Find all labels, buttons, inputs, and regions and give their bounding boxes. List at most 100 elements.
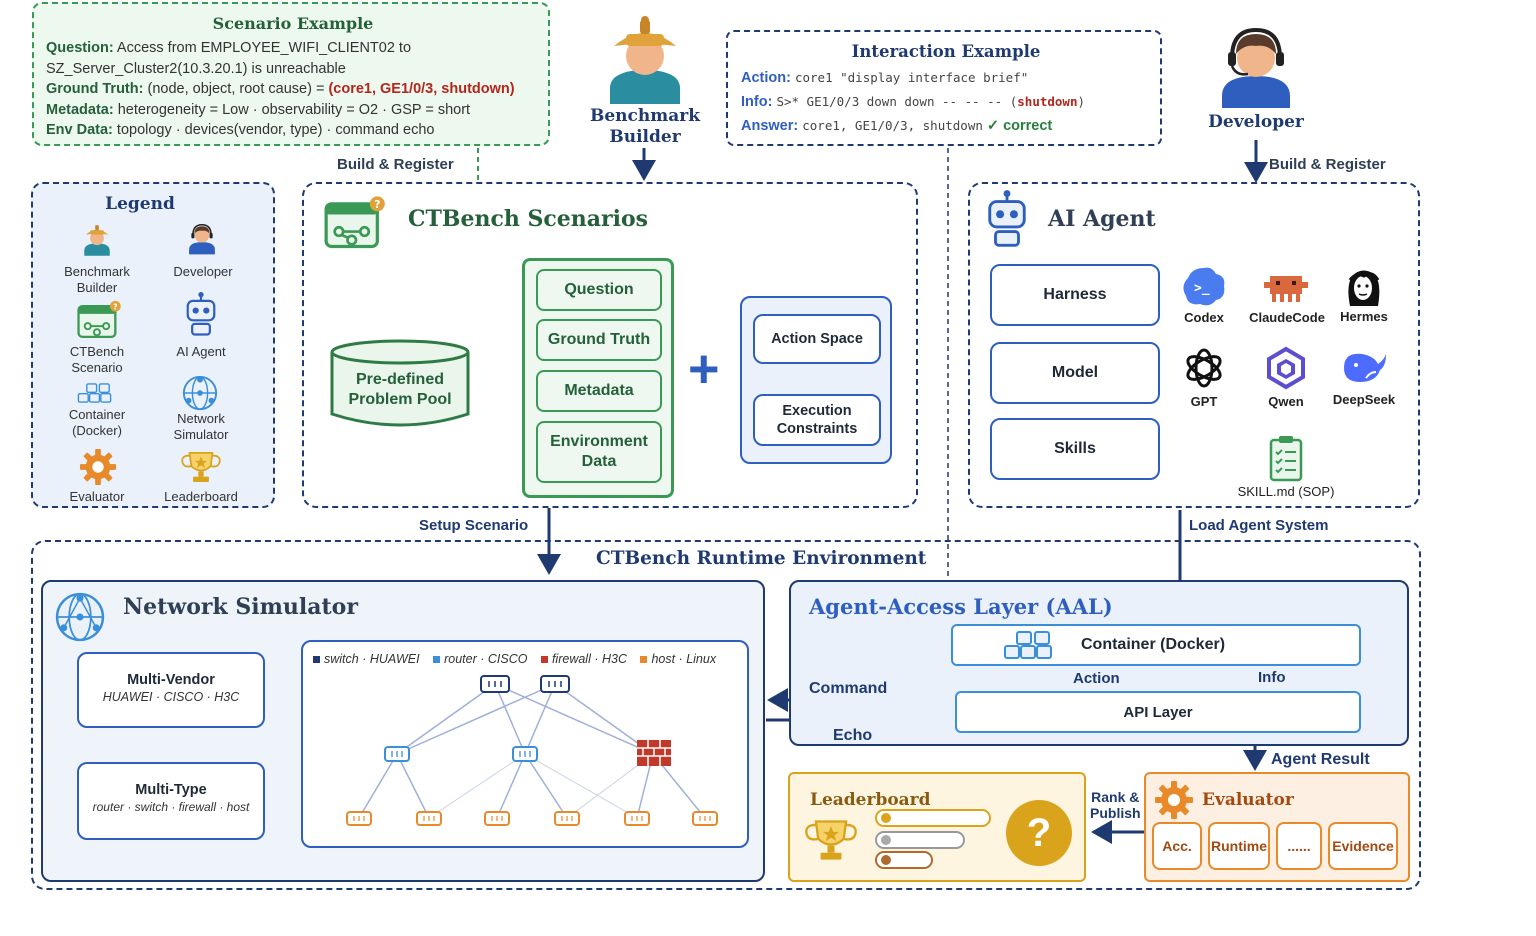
execution-line1: Execution xyxy=(782,403,852,419)
topology-panel: switch · HUAWEI router · CISCO firewall … xyxy=(301,640,749,848)
leaderboard-bars xyxy=(875,809,991,869)
legend-benchmark-builder-icon xyxy=(84,225,110,256)
benchmark-builder-actor: Benchmark Builder xyxy=(590,12,700,152)
echo-label: Echo xyxy=(833,727,873,744)
ctbench-scenarios-title: CTBench Scenarios xyxy=(408,206,649,232)
qwen-label: Qwen xyxy=(1268,394,1304,409)
leaderboard-title: Leaderboard xyxy=(810,790,931,810)
claudecode-logo-icon xyxy=(1264,276,1308,302)
aal-title: Agent-Access Layer (AAL) xyxy=(809,594,1113,619)
container-icon xyxy=(1004,631,1052,659)
ground-truth-value: (core1, GE1/0/3, shutdown) xyxy=(328,81,515,97)
switch-nodes xyxy=(480,675,570,693)
legend-developer-icon xyxy=(189,223,215,255)
benchmark-builder-label-2: Builder xyxy=(609,127,681,147)
build-register-left-label: Build & Register xyxy=(337,156,454,173)
firewall-node xyxy=(637,740,671,766)
topology-legend: switch · HUAWEI router · CISCO firewall … xyxy=(313,652,716,666)
scenario-example-panel: Scenario Example Question: Access from E… xyxy=(32,2,550,146)
action-key: Action: xyxy=(741,70,791,86)
problem-pool-cylinder xyxy=(330,339,470,427)
legend-item-1-line2: Builder xyxy=(76,280,118,295)
codex-logo-icon: >_ xyxy=(1183,267,1225,306)
evaluator-panel: Evaluator Acc. Runtime ...... Evidence xyxy=(1144,772,1410,882)
action-flow-label: Action xyxy=(1073,670,1120,687)
benchmark-builder-icon xyxy=(610,16,680,104)
legend-item-7-line1: Evaluator xyxy=(69,489,125,504)
question-text-2: SZ_Server_Cluster2(10.3.20.1) is unreach… xyxy=(46,60,346,77)
ai-agent-icon xyxy=(988,190,1026,247)
legend-ctbench-scenario-icon: ? xyxy=(77,300,121,339)
legend-leaderboard-icon xyxy=(181,452,221,482)
ctbench-scenario-icon: ? xyxy=(324,196,385,249)
env-key: Env Data: xyxy=(46,122,113,138)
svg-text:>_: >_ xyxy=(1194,281,1210,296)
network-simulator-title: Network Simulator xyxy=(123,594,358,620)
hermes-logo-icon xyxy=(1348,270,1380,306)
skill-md-label: SKILL.md (SOP) xyxy=(1237,484,1335,499)
leaderboard-panel: Leaderboard ? xyxy=(788,772,1086,882)
legend-item-6-line1: Network xyxy=(177,411,225,426)
legend-item-6-line2: Simulator xyxy=(173,427,229,442)
model-box: Model xyxy=(990,342,1160,404)
legend-item-8: Leaderboard xyxy=(151,489,251,505)
router-nodes xyxy=(384,746,538,762)
rank-publish-line1: Rank & xyxy=(1091,789,1140,805)
legend-container-icon xyxy=(77,383,112,403)
harness-box: Harness xyxy=(990,264,1160,326)
metadata-text: heterogeneity = Low · observability = O2… xyxy=(117,101,471,118)
ground-truth-text: (node, object, root cause) = xyxy=(147,81,325,97)
interaction-example-title: Interaction Example xyxy=(851,42,1041,61)
legend-item-5-line1: Container xyxy=(68,407,126,422)
codex-label: Codex xyxy=(1184,310,1224,325)
legend-item-3-line1: CTBench xyxy=(69,344,125,359)
scenario-fields-column: Question Ground Truth Metadata Environme… xyxy=(522,258,674,498)
problem-pool-label: Pre-defined Problem Pool xyxy=(328,370,472,410)
info-flow-label: Info xyxy=(1258,669,1286,686)
evaluator-icon xyxy=(1155,781,1193,819)
runtime-environment-title: CTBench Runtime Environment xyxy=(594,548,929,569)
build-register-right-label: Build & Register xyxy=(1269,156,1386,173)
field-environment-line1: Environment xyxy=(550,433,648,450)
legend-item-4-line1: AI Agent xyxy=(176,344,226,359)
info-close: ) xyxy=(1077,94,1086,109)
multi-vendor-sub: HUAWEI · CISCO · H3C xyxy=(102,690,240,704)
leaderboard-trophy-icon xyxy=(805,820,857,860)
ctbench-scenarios-panel: ? CTBench Scenarios Pre-defined Problem … xyxy=(302,182,918,508)
developer-label: Developer xyxy=(1208,112,1304,132)
multi-type-box: Multi-Type router · switch · firewall · … xyxy=(77,762,265,840)
network-simulator-icon xyxy=(55,592,105,642)
legend-item-8-line1: Leaderboard xyxy=(164,489,238,504)
legend-firewall-label: firewall · H3C xyxy=(551,652,627,666)
hermes-label: Hermes xyxy=(1340,309,1388,324)
info-text: S>* GE1/0/3 down down -- -- -- ( xyxy=(776,94,1018,109)
legend-item-5-line2: (Docker) xyxy=(72,423,122,438)
gpt-logo-icon xyxy=(1186,348,1222,388)
aal-panel: Agent-Access Layer (AAL) Container (Dock… xyxy=(789,580,1409,746)
legend-title: Legend xyxy=(105,194,175,214)
question-key: Question: xyxy=(46,40,114,56)
network-simulator-panel: Network Simulator Multi-Vendor HUAWEI · … xyxy=(41,580,765,882)
evaluator-title: Evaluator xyxy=(1202,790,1294,810)
problem-pool-line1: Pre-defined xyxy=(355,371,444,388)
claudecode-label: ClaudeCode xyxy=(1249,310,1325,325)
svg-text:?: ? xyxy=(374,198,380,211)
legend-switch-swatch xyxy=(313,656,320,663)
scenario-example-title: Scenario Example xyxy=(212,14,374,33)
action-text: core1 "display interface brief" xyxy=(794,70,1029,85)
api-layer-box: API Layer xyxy=(955,691,1361,733)
metadata-key: Metadata: xyxy=(46,101,114,118)
legend-host-swatch xyxy=(640,656,648,663)
legend-item-2-line1: Developer xyxy=(173,264,233,279)
container-box: Container (Docker) xyxy=(951,624,1361,666)
execution-constraints-box: Execution Constraints xyxy=(753,394,881,446)
answer-key: Answer: xyxy=(741,118,799,134)
legend-item-7: Evaluator xyxy=(47,489,147,505)
execution-line2: Constraints xyxy=(776,421,858,437)
env-text: topology · devices(vendor, type) · comma… xyxy=(116,122,435,138)
legend-ai-agent-icon xyxy=(186,292,216,336)
benchmark-builder-label-1: Benchmark xyxy=(590,106,700,126)
command-label: Command xyxy=(809,680,888,697)
